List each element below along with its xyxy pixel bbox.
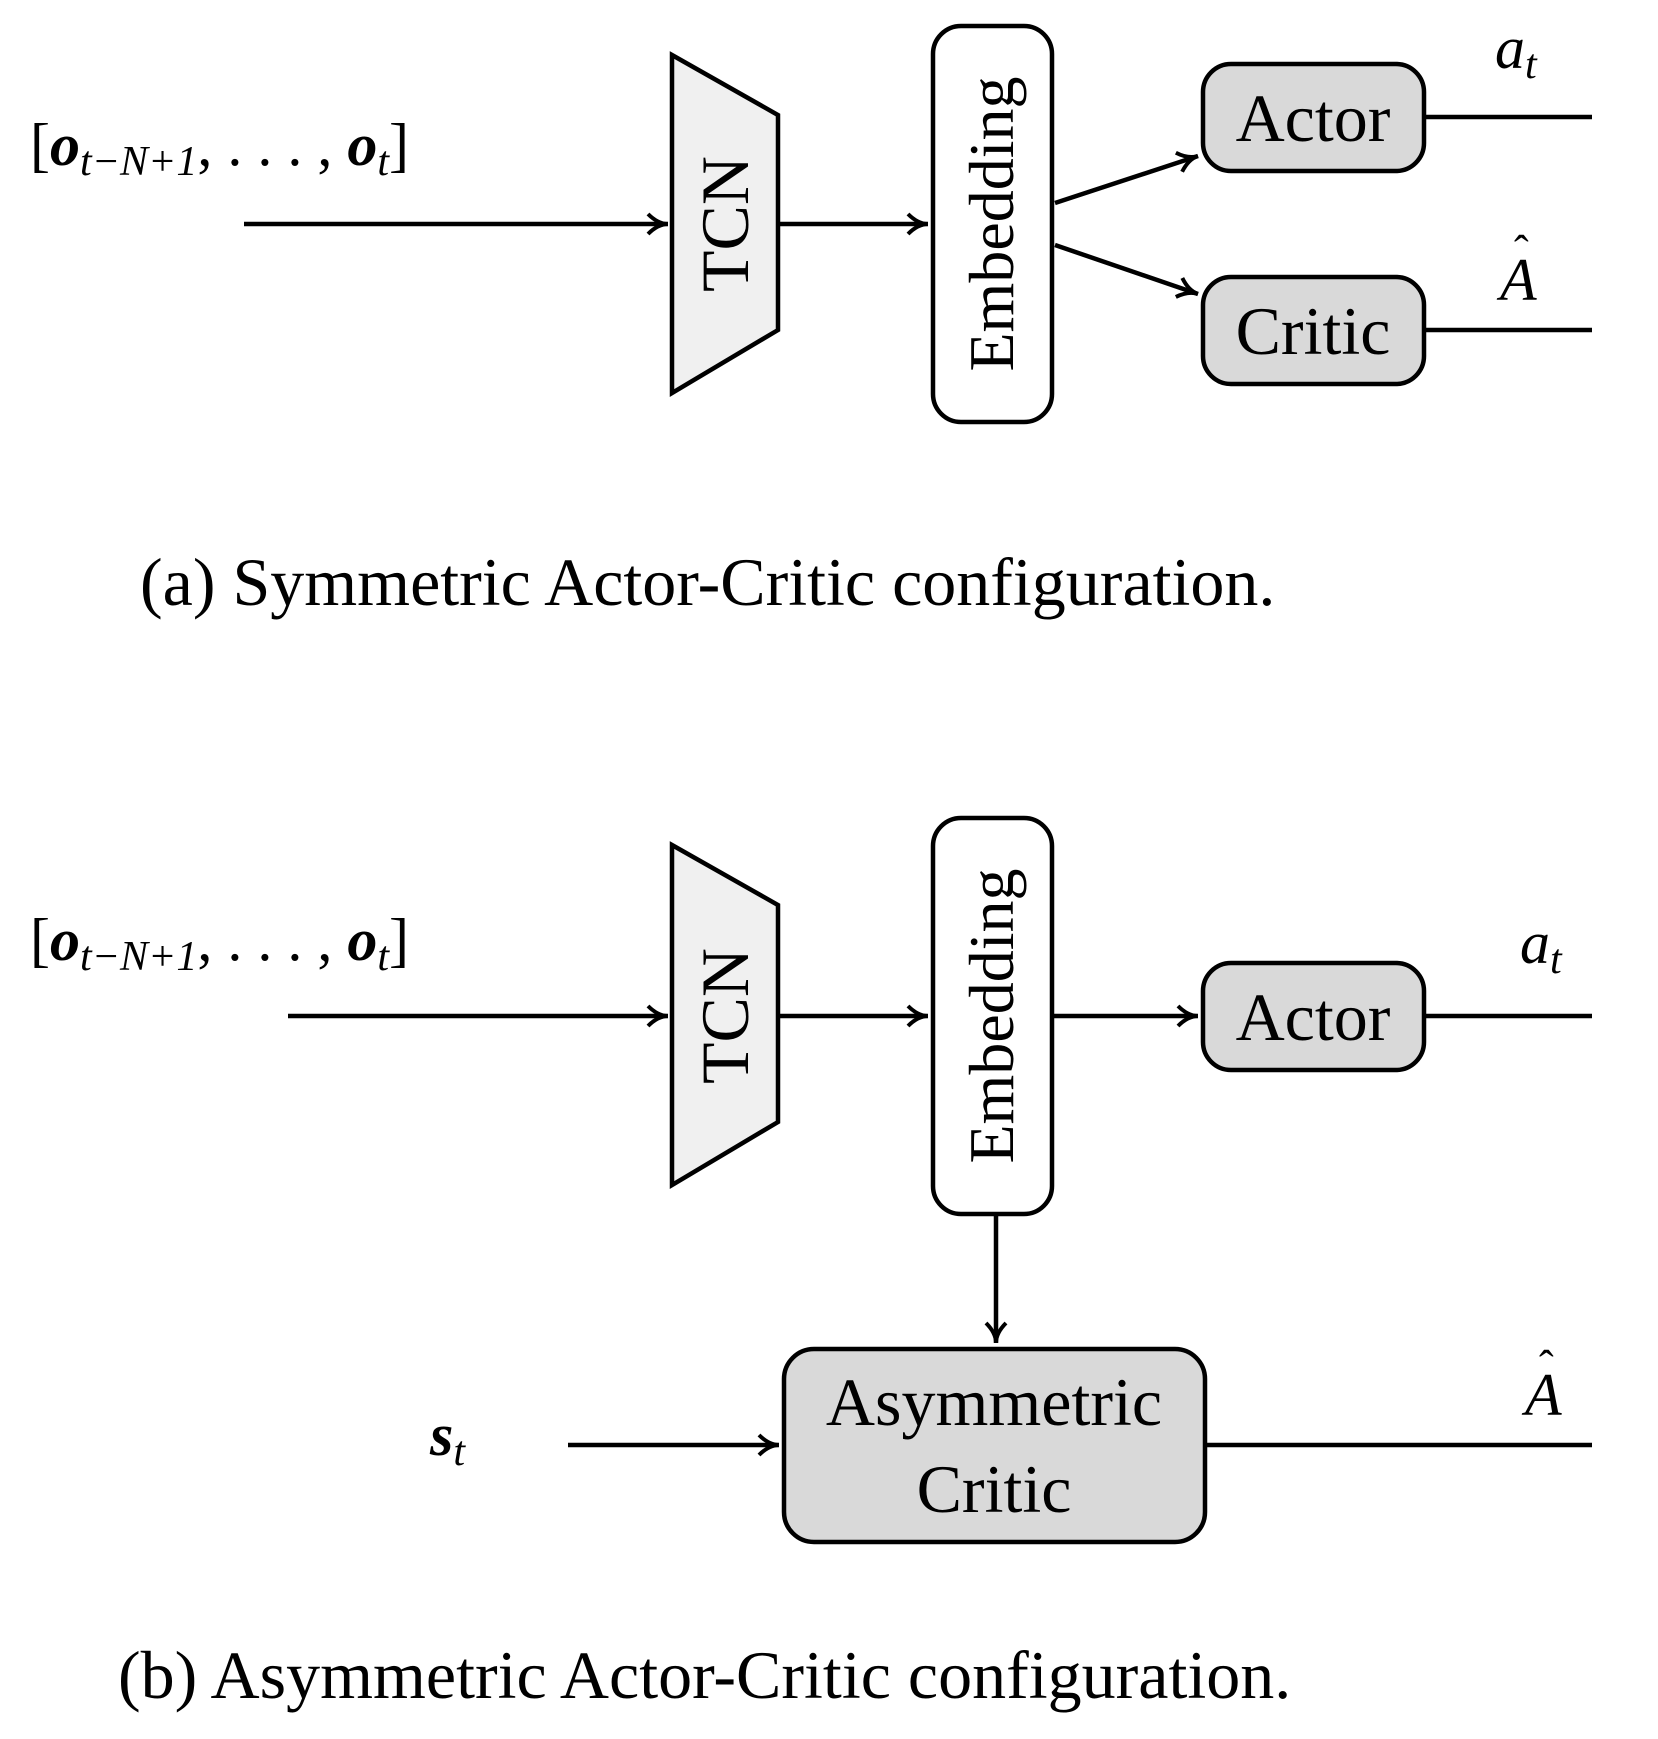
tcn-block-b	[669, 841, 781, 1189]
asymmetric-critic-label-line2: Critic	[917, 1451, 1072, 1527]
embedding-to-critic-arrow-a	[1054, 242, 1199, 299]
panel-a: [ot−N+1, . . . , ot] TCN Embedding Actor…	[30, 15, 1592, 620]
panel-b: [ot−N+1, . . . , ot] TCN Embedding Actor…	[30, 815, 1592, 1713]
critic-output-label-b: A	[1521, 1362, 1562, 1428]
embedding-to-actor-arrow-a	[1054, 150, 1199, 206]
asymmetric-critic-label-line1: Asymmetric	[826, 1364, 1162, 1440]
caption-a: (a) Symmetric Actor-Critic configuration…	[140, 544, 1275, 620]
embedding-label-b: Embedding	[956, 868, 1027, 1163]
input-sequence-label-b: [ot−N+1, . . . , ot]	[30, 907, 409, 980]
tcn-label-b: TCN	[687, 948, 763, 1084]
actor-output-label-b: at	[1520, 910, 1563, 983]
critic-output-hat-b: ˆ	[1539, 1342, 1554, 1391]
tcn-label-a: TCN	[687, 156, 763, 292]
caption-b: (b) Asymmetric Actor-Critic configuratio…	[118, 1637, 1291, 1713]
actor-output-label-a: at	[1495, 15, 1538, 88]
critic-label-a: Critic	[1236, 293, 1391, 369]
tcn-block-a	[669, 51, 781, 397]
input-sequence-label-a: [ot−N+1, . . . , ot]	[30, 112, 409, 185]
state-input-label-b: st	[429, 1402, 466, 1475]
actor-label-a: Actor	[1236, 80, 1391, 156]
critic-output-label-a: A	[1496, 247, 1537, 313]
embedding-label-a: Embedding	[956, 76, 1027, 371]
embedding-block-a	[930, 23, 1055, 425]
critic-output-hat-a: ˆ	[1514, 227, 1529, 276]
actor-label-b: Actor	[1236, 979, 1391, 1055]
